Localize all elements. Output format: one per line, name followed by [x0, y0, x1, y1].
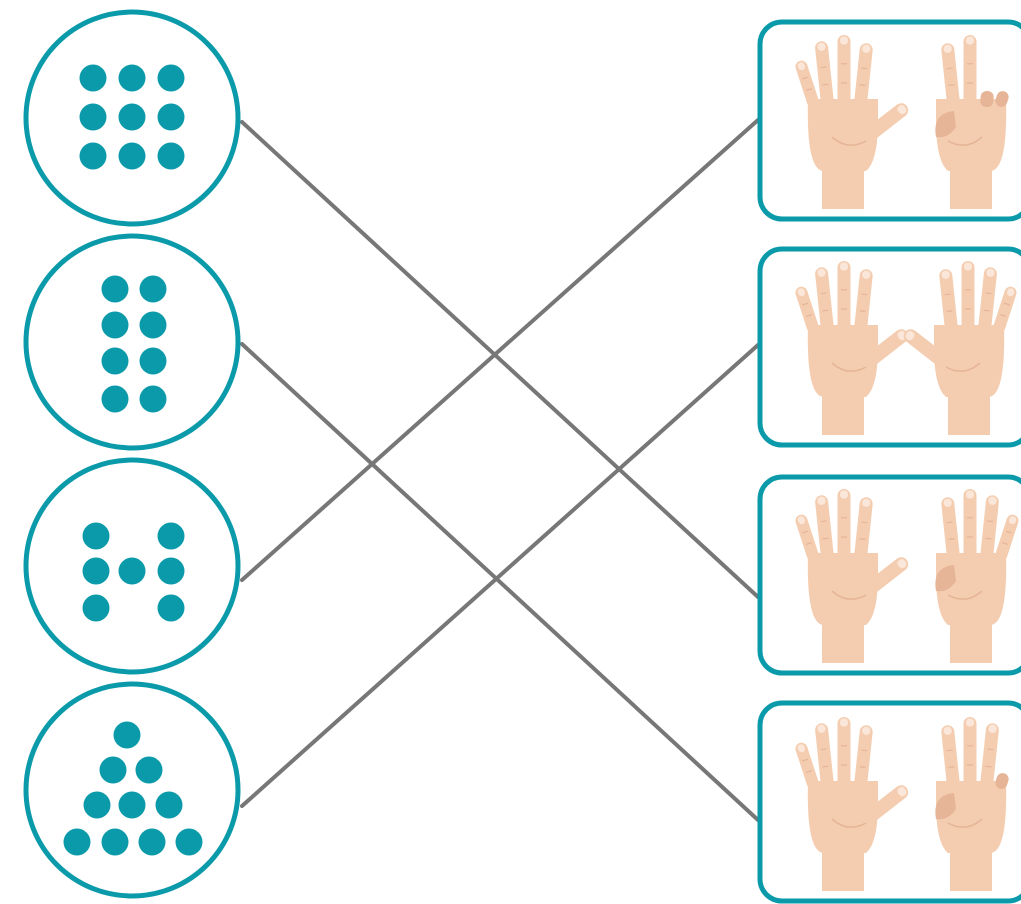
dot [101, 347, 129, 375]
dot [139, 385, 167, 413]
connection-lines [240, 118, 760, 822]
dot-group-circle [23, 681, 241, 899]
3-finger-hand-icon [935, 717, 1009, 891]
dot [138, 828, 166, 856]
dot [118, 103, 146, 131]
5-finger-hand-icon [795, 489, 909, 663]
hand-cards [757, 19, 1021, 904]
hands-five-and-two[interactable] [757, 19, 1021, 222]
hands-five-and-three[interactable] [757, 700, 1021, 904]
dot [82, 557, 110, 585]
dot [113, 721, 141, 749]
dot [157, 64, 185, 92]
5-finger-hand-icon [795, 717, 909, 891]
dot [83, 791, 111, 819]
dot [82, 522, 110, 550]
dot [101, 311, 129, 339]
dot [155, 791, 183, 819]
dot [157, 594, 185, 622]
dot [118, 64, 146, 92]
dot [82, 594, 110, 622]
2-finger-hand-icon [935, 35, 1009, 209]
dot [99, 756, 127, 784]
dot [139, 275, 167, 303]
dot [157, 522, 185, 550]
hands-five-and-four[interactable] [757, 474, 1021, 676]
dot [139, 311, 167, 339]
dot [101, 275, 129, 303]
dots-nine-grid[interactable] [23, 9, 241, 227]
5-finger-hand-icon [795, 35, 909, 209]
connection-line-3-to-1 [240, 118, 760, 582]
dot [135, 756, 163, 784]
dots-seven-h[interactable] [23, 457, 241, 675]
connection-line-4-to-2 [240, 343, 760, 808]
5-finger-hand-icon [903, 261, 1017, 435]
dot [79, 103, 107, 131]
dot [139, 347, 167, 375]
dot [118, 142, 146, 170]
dot [157, 103, 185, 131]
dots-eight-pairs[interactable] [23, 233, 241, 451]
dot [79, 142, 107, 170]
connection-line-2-to-4 [240, 342, 760, 822]
dot [63, 828, 91, 856]
dot [79, 64, 107, 92]
4-finger-hand-icon [935, 489, 1019, 663]
dot [157, 142, 185, 170]
dots-ten-triangle[interactable] [23, 681, 241, 899]
dot-groups [23, 9, 241, 899]
dot [157, 557, 185, 585]
dot [118, 791, 146, 819]
dot [118, 557, 146, 585]
dot [175, 828, 203, 856]
connection-line-1-to-3 [240, 120, 760, 599]
dot [101, 385, 129, 413]
dot-group-circle [23, 233, 241, 451]
dot [101, 828, 129, 856]
hands-five-and-five[interactable] [757, 246, 1021, 448]
5-finger-hand-icon [795, 261, 909, 435]
